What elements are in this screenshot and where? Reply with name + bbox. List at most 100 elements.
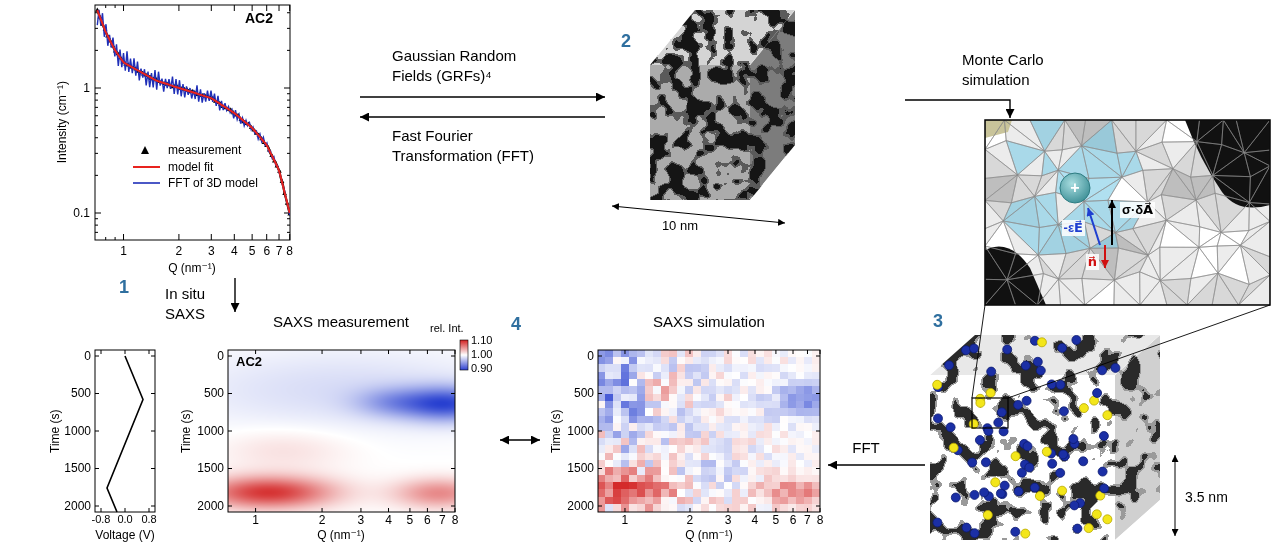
axis-tick [279,5,280,11]
cation-dot [1093,389,1102,398]
mesh-edge [1085,280,1115,305]
tick-label: 0 [84,349,91,363]
mesh-highlight-facet [1006,141,1044,175]
axis-tick [289,234,290,240]
mesh-edge [1148,220,1166,255]
scattering-plot [95,5,292,240]
cation-dot [945,361,954,370]
axis-tick [252,234,253,240]
axis-tick [287,232,290,233]
axis-tick [287,107,290,108]
axis-tick [598,356,602,357]
tick-label: 500 [574,386,594,400]
anion-dot [969,420,978,429]
mesh-facet [1059,279,1085,306]
mesh-edge [985,280,1016,305]
axis-title: Q (nm⁻¹) [317,528,365,542]
anion-dot [1042,447,1051,456]
voltage-line [107,356,143,512]
cation-dot [1079,457,1088,466]
anion-dot [1103,411,1112,420]
mesh-facet [1221,203,1249,233]
axis-tick [95,213,101,214]
axis-tick [105,5,106,8]
tick-label: 1 [252,513,259,527]
axis-tick [775,508,776,512]
axis-tick [409,508,410,512]
mesh-edge [1244,150,1270,166]
axis-tick [820,508,821,512]
measurement-heatmap [228,350,455,512]
anion-dot [1103,515,1112,524]
axis-ticks [598,350,820,512]
axis-tick [178,5,179,11]
cation-dot [981,458,990,467]
mesh-edge [1038,279,1061,305]
cation-dot [1070,501,1079,510]
axis-tick [455,508,456,512]
voltage-frame [95,350,155,512]
tick-label: 1500 [197,461,224,475]
anion-dot [986,388,995,397]
axis-tick [598,468,602,469]
axis-tick [816,506,820,507]
cation-dot [980,488,989,497]
cation-dot [968,458,977,467]
axis-tick [360,350,361,354]
axis-tick [228,506,232,507]
cation-dot [1059,407,1068,416]
mesh-facet [1239,275,1271,305]
mesh-facet [1114,280,1140,305]
mesh-edge [1140,255,1161,280]
cation-dot [1033,357,1042,366]
mesh-edge [1059,279,1085,305]
axis-tick [793,350,794,354]
panel-title: SAXS simulation [653,313,765,331]
vector-symbol: -εE⃗ [1062,220,1085,236]
mesh-edge [1035,196,1059,227]
anion-dot [1092,510,1101,519]
mesh-facet [1160,220,1199,247]
cation-dot [970,344,979,353]
dimension-label: 3.5 nm [1185,489,1228,506]
tick-label: 0.1 [73,206,90,220]
axis-tick [95,431,99,432]
mesh-edge [1007,274,1043,305]
cation-dot [962,523,971,532]
axis-tick [287,50,290,51]
mesh-edge [1114,248,1148,280]
zoom-line [1008,305,1270,398]
axis-tick [149,508,150,512]
legend-text: FFT of 3D model [168,176,258,190]
inset-frame [985,120,1270,305]
connector-arrow [905,100,1010,118]
normal-arrow [1104,245,1106,268]
mesh-highlight-facet [1030,120,1065,151]
mesh-edge [1082,146,1122,179]
dimension-arrow [612,206,785,223]
connector-arrow [360,116,605,117]
mesh-edge [1173,142,1197,178]
anion-dot [1011,452,1020,461]
mesh-facet [1082,248,1115,280]
tick-label: 5 [249,244,256,258]
mesh-edge [1006,141,1044,175]
axis-tick [151,506,155,507]
axis-title: Q (nm⁻¹) [168,261,216,275]
dimension-arrow [1175,455,1176,536]
axis-tick [95,137,98,138]
tick-label: 1000 [567,424,594,438]
tick-label: 1500 [64,461,91,475]
mesh-highlight-facet [1042,151,1058,176]
cation-dot [1098,467,1107,476]
axis-tick [115,5,116,8]
mesh-edge [1217,232,1240,246]
axis-tick [287,100,290,101]
figure-panel: 3.5 nm [925,118,1275,542]
measurement-curve [97,10,289,214]
mesh-facet [1085,280,1115,305]
tick-label: 8 [817,513,824,527]
colorbar-tick: 1.00 [471,348,492,361]
axis-ticks [228,350,455,512]
tick-label: 2 [319,513,326,527]
